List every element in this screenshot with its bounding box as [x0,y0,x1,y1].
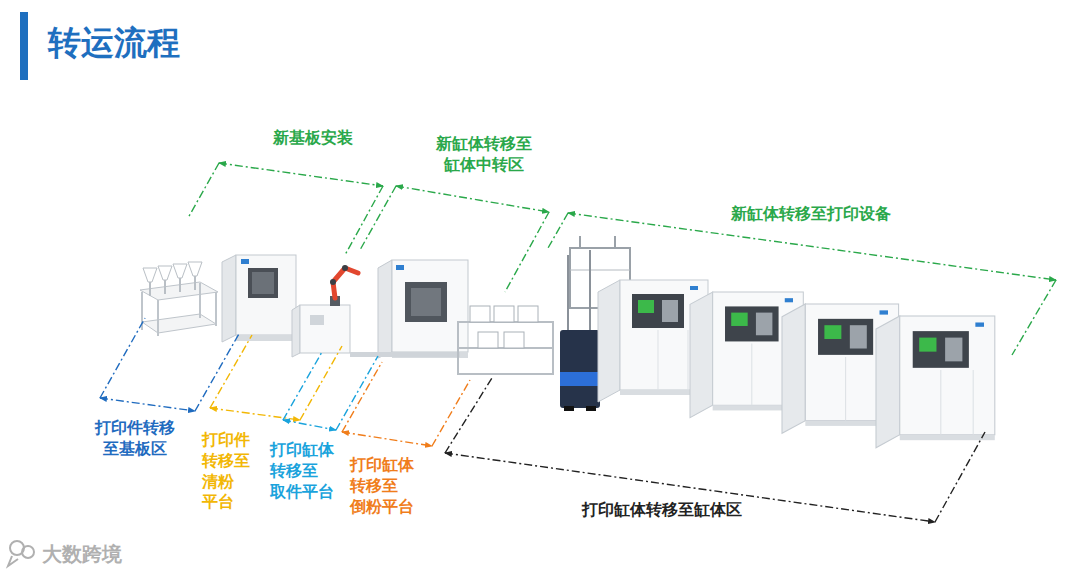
dimension-line [396,186,549,212]
dimension-line [935,432,985,522]
watermark-logo [22,546,34,558]
depowder-machine [236,335,296,341]
agv-lift [567,255,569,332]
dimension-line [100,318,240,411]
dimension-line [1012,280,1056,355]
dimension-line [432,380,470,446]
dimension-line [342,432,432,446]
funnel-rack [143,268,157,282]
powder-frame [570,270,630,271]
dimension-line [342,362,382,432]
watermark-logo [8,556,18,566]
dimension-line [360,186,396,250]
funnel-rack [164,280,166,294]
robot-station [310,315,324,325]
dimension-line [188,163,1056,355]
powder-dump-machine [350,260,468,358]
funnel-rack [158,266,172,280]
funnel-rack [142,314,216,333]
dimension-line [300,346,342,420]
step-label: 打印缸体转移至缸体区 [580,500,744,521]
step-label: 新基板安装 [271,128,355,149]
depowder-machine [222,255,296,342]
robot-station [330,279,336,285]
dimension-line [342,362,470,446]
step-label: 打印件 转移至 清粉 平台 [200,430,252,513]
dimension-line [100,398,195,411]
cylinder-rack [470,306,490,322]
agv-lift [560,372,600,386]
funnel-rack [157,300,159,336]
step-label: 新缸体转移至打印设备 [729,204,893,225]
powder-frame [614,236,616,248]
dimension-line [100,163,1056,522]
funnel-rack [173,264,187,278]
dimension-line [505,212,549,292]
funnel-rack [149,282,151,296]
robot-station [292,305,300,357]
printer-machines [598,280,995,448]
agv-lift [589,250,591,332]
robot-station [292,265,358,357]
powder-dump-machine [396,265,404,270]
powder-dump-machine [378,260,392,358]
step-label: 打印缸体 转移至 倒粉平台 [348,455,416,517]
robot-station [333,268,358,298]
title-bar [20,12,28,80]
cylinder-rack [478,332,498,348]
dimension-line [210,335,342,420]
cylinder-rack [518,306,538,322]
dimension-line [283,352,322,420]
funnel-rack [199,283,201,318]
powder-dump-machine [411,288,441,316]
powder-frame [579,236,581,248]
powder-dump-machine [350,352,460,357]
depowder-machine [252,272,274,294]
depowder-machine [222,255,236,342]
printer-machines [876,316,995,448]
page-title: 转运流程 [48,22,180,65]
dimension-line [219,163,383,186]
agv-lift [560,250,600,411]
agv-lift [564,406,574,411]
agv-lift [586,406,596,411]
depowder-machine [236,255,296,335]
cylinder-rack [504,332,524,348]
cylinder-rack [458,322,553,374]
cylinder-rack [494,306,514,322]
dimension-line [188,163,219,218]
dimension-line [100,318,145,398]
dimension-line [336,356,378,430]
cylinder-rack [458,306,553,374]
agv-lift [560,330,600,408]
step-label: 新缸体转移至 缸体中转区 [434,134,534,176]
funnel-rack [194,276,196,290]
funnel-rack [140,262,218,336]
dimension-line [283,420,336,430]
watermark-text: 大数跨境 [40,541,124,567]
step-label: 打印件转移 至基板区 [93,418,177,460]
funnel-rack [188,262,202,276]
funnel-rack [179,278,181,292]
dimension-line [548,213,568,248]
depowder-machine [241,259,249,264]
powder-dump-machine [392,260,468,352]
dimension-line [445,378,492,453]
dimension-line [195,332,240,411]
step-label: 打印缸体 转移至 取件平台 [268,440,336,502]
depowder-machine [248,268,278,298]
funnel-rack [215,292,217,326]
dimension-line [445,453,935,522]
dimension-line [445,378,985,522]
watermark-logo [8,541,34,566]
robot-station [300,305,350,353]
dimension-line [283,352,378,430]
robot-station [342,265,348,271]
dimension-line [210,335,252,408]
powder-dump-machine [405,282,447,322]
